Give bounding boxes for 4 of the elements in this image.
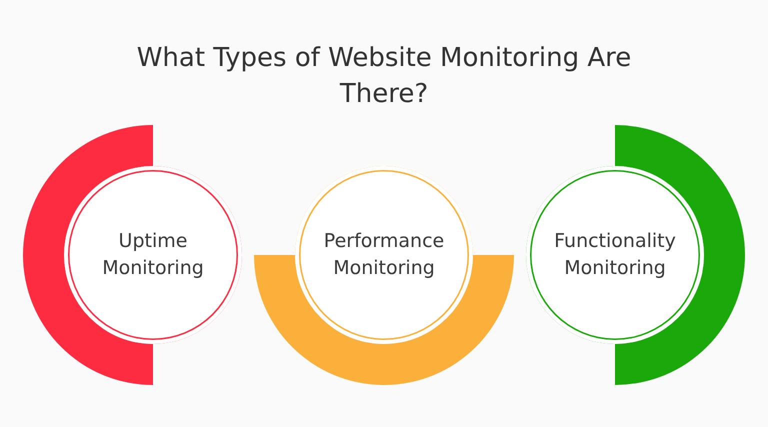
title: What Types of Website Monitoring Are There?: [136, 42, 632, 111]
node-label: Uptime Monitoring: [101, 229, 205, 281]
node-label: Performance Monitoring: [322, 229, 446, 281]
node-label: Functionality Monitoring: [553, 229, 677, 281]
